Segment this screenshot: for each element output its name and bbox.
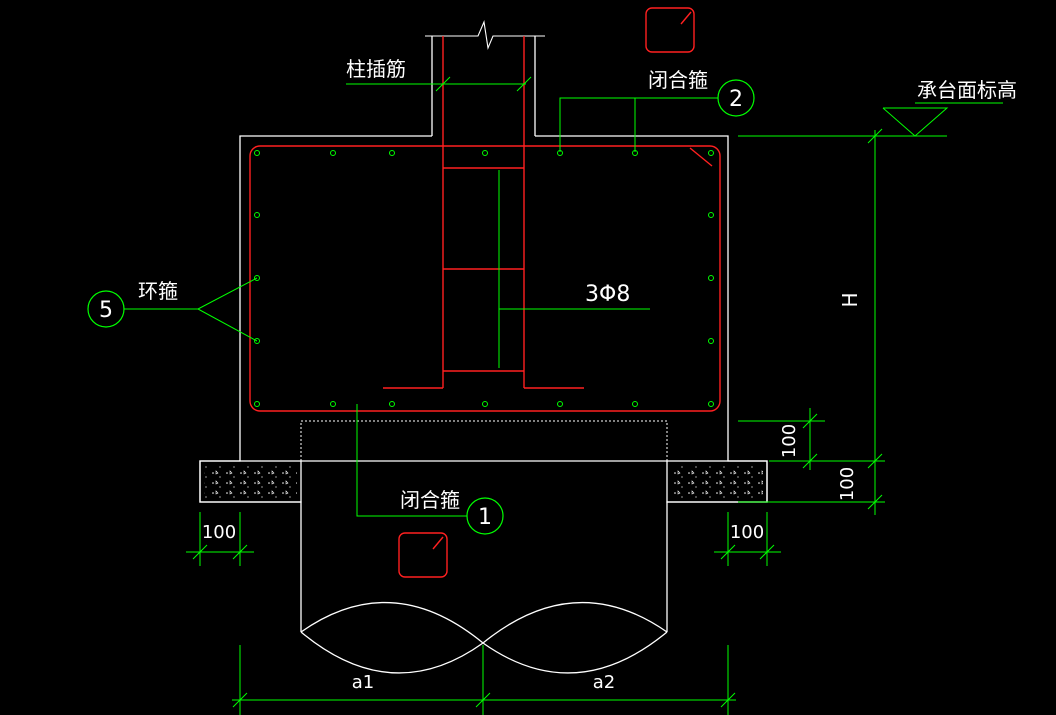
dim-100-left-bottom: 100 xyxy=(202,522,236,543)
marker-circles xyxy=(87,79,755,535)
bedding-pads-hatch xyxy=(204,465,763,498)
bar-spec-label: 3Φ8 xyxy=(585,282,630,307)
dim-100-right-vertical: 100 xyxy=(779,424,800,458)
concrete-outline xyxy=(199,20,768,674)
marker-1: 1 xyxy=(478,505,492,530)
longitudinal-bars xyxy=(254,150,714,407)
closed-stirrup-top-label: 闭合箍 xyxy=(648,68,708,92)
closed-stirrup-top-icon xyxy=(645,7,695,53)
ring-stirrup-label: 环箍 xyxy=(138,279,178,303)
closed-stirrup-bottom-icon xyxy=(398,532,448,578)
dim-pile-a1: a1 xyxy=(352,672,374,693)
dim-h-label: H xyxy=(838,292,862,307)
dashed-outline xyxy=(300,420,668,461)
marker-2: 2 xyxy=(729,87,743,112)
closed-stirrup-bottom-label: 闭合箍 xyxy=(400,488,460,512)
marker-circle-5 xyxy=(87,290,125,328)
dim-100-right-bottom: 100 xyxy=(730,522,764,543)
leader-lines xyxy=(124,76,1003,715)
marker-circle-1 xyxy=(466,497,504,535)
dim-pile-a2: a2 xyxy=(593,672,615,693)
dim-100-right-outer: 100 xyxy=(837,467,858,501)
cap-top-elevation-label: 承台面标高 xyxy=(917,78,1017,102)
column-dowel-label: 柱插筋 xyxy=(346,57,406,81)
marker-circle-2 xyxy=(717,79,755,117)
marker-5: 5 xyxy=(99,298,113,323)
ring-stirrup-rebar xyxy=(249,145,721,412)
reinforcement xyxy=(249,7,721,578)
